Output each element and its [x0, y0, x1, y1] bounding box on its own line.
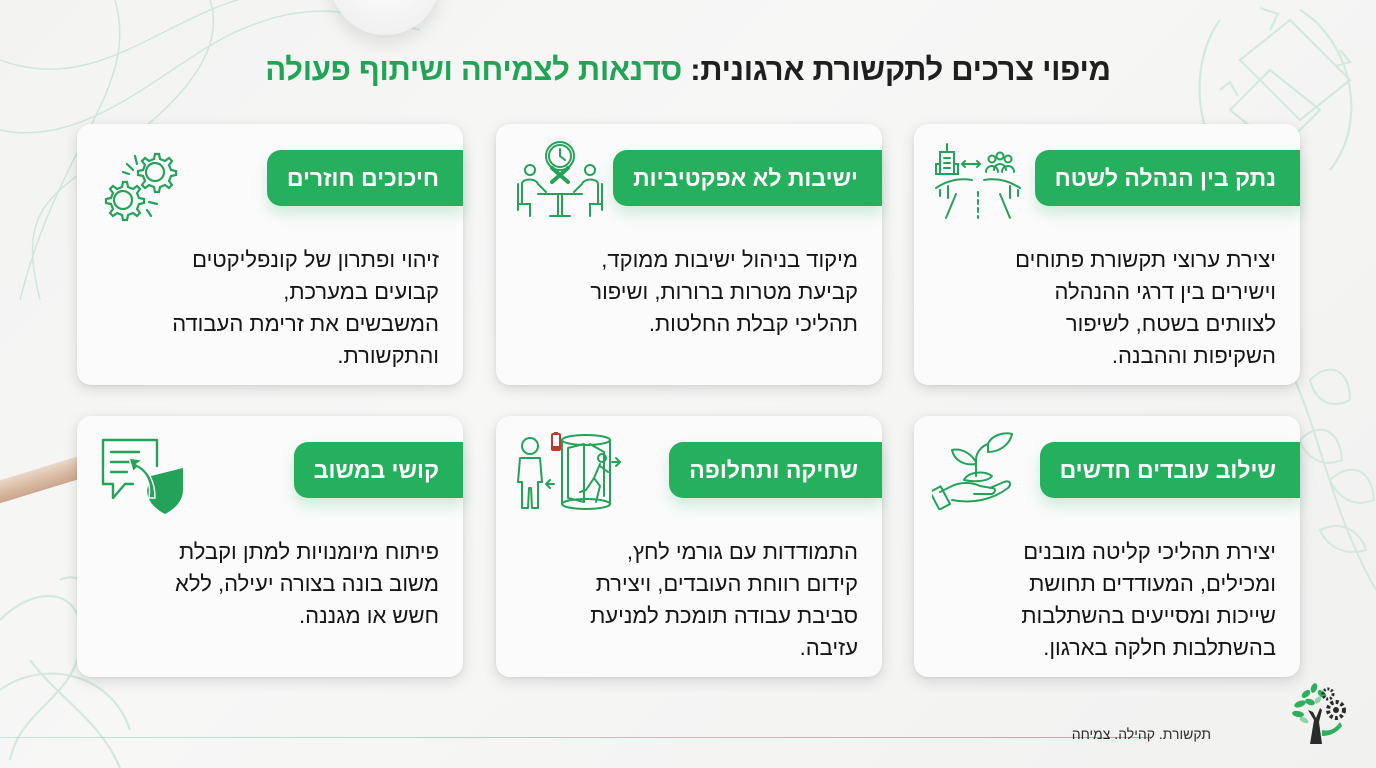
card-description: מיקוד בניהול ישיבות ממוקד, קביעת מטרות ב…	[590, 247, 858, 336]
card-heading: שילוב עובדים חדשים	[1039, 442, 1300, 498]
card-heading: קושי במשוב	[293, 442, 463, 498]
card-heading: ישיבות לא אפקטיביות	[613, 150, 882, 206]
card-heading: חיכוכים חוזרים	[266, 150, 463, 206]
chat-feedback-shield-icon	[101, 438, 183, 514]
gears-friction-icon	[104, 152, 178, 222]
burnout-revolving-door-icon	[517, 432, 621, 510]
hand-sprout-icon	[932, 432, 1013, 510]
card-description: יצירת ערוצי תקשורת פתוחים וישירים בין דר…	[1015, 247, 1276, 368]
card-description: התמודדות עם גורמי לחץ, קידום רווחת העובד…	[590, 539, 858, 660]
title-green-part: סדנאות לצמיחה ושיתוף פעולה	[265, 52, 682, 87]
footer-tagline: תקשורת. קהילה. צמיחה	[1071, 726, 1211, 742]
building-people-broken-road-icon	[935, 143, 1021, 219]
card-description: יצירת תהליכי קליטה מובנים ומכילים, המעוד…	[1021, 539, 1276, 660]
card-burnout-turnover: שחיקה ותחלופה התמודדות עם גורמי לחץ, קיד…	[496, 416, 882, 677]
card-recurring-friction: חיכוכים חוזרים זיהוי ופתרון של קונפליקטי…	[77, 124, 463, 385]
card-feedback-difficulty: קושי במשוב פיתוח מיומנויות למתן וקבלת מש…	[77, 416, 463, 677]
card-ineffective-meetings: ישיבות לא אפקטיביות מיקוד בניהול ישיבות …	[496, 124, 882, 385]
decorative-mouse	[330, 0, 440, 35]
meeting-clock-x-icon	[517, 141, 603, 217]
card-management-field-gap: נתק בין הנהלה לשטח יצירת ערוצי תקשורת פת…	[914, 124, 1300, 385]
tree-gears-logo-icon	[1292, 683, 1346, 744]
footer-divider	[0, 737, 1152, 738]
title-dark-part: מיפוי צרכים לתקשורת ארגונית:	[690, 52, 1111, 87]
card-onboarding: שילוב עובדים חדשים יצירת תהליכי קליטה מו…	[914, 416, 1300, 677]
card-heading: שחיקה ותחלופה	[669, 442, 882, 498]
card-description: זיהוי ופתרון של קונפליקטים קבועים במערכת…	[172, 247, 439, 368]
card-heading: נתק בין הנהלה לשטח	[1034, 150, 1300, 206]
page-title: מיפוי צרכים לתקשורת ארגונית: סדנאות לצמי…	[0, 52, 1376, 88]
card-description: פיתוח מיומנויות למתן וקבלת משוב בונה בצו…	[175, 539, 439, 628]
